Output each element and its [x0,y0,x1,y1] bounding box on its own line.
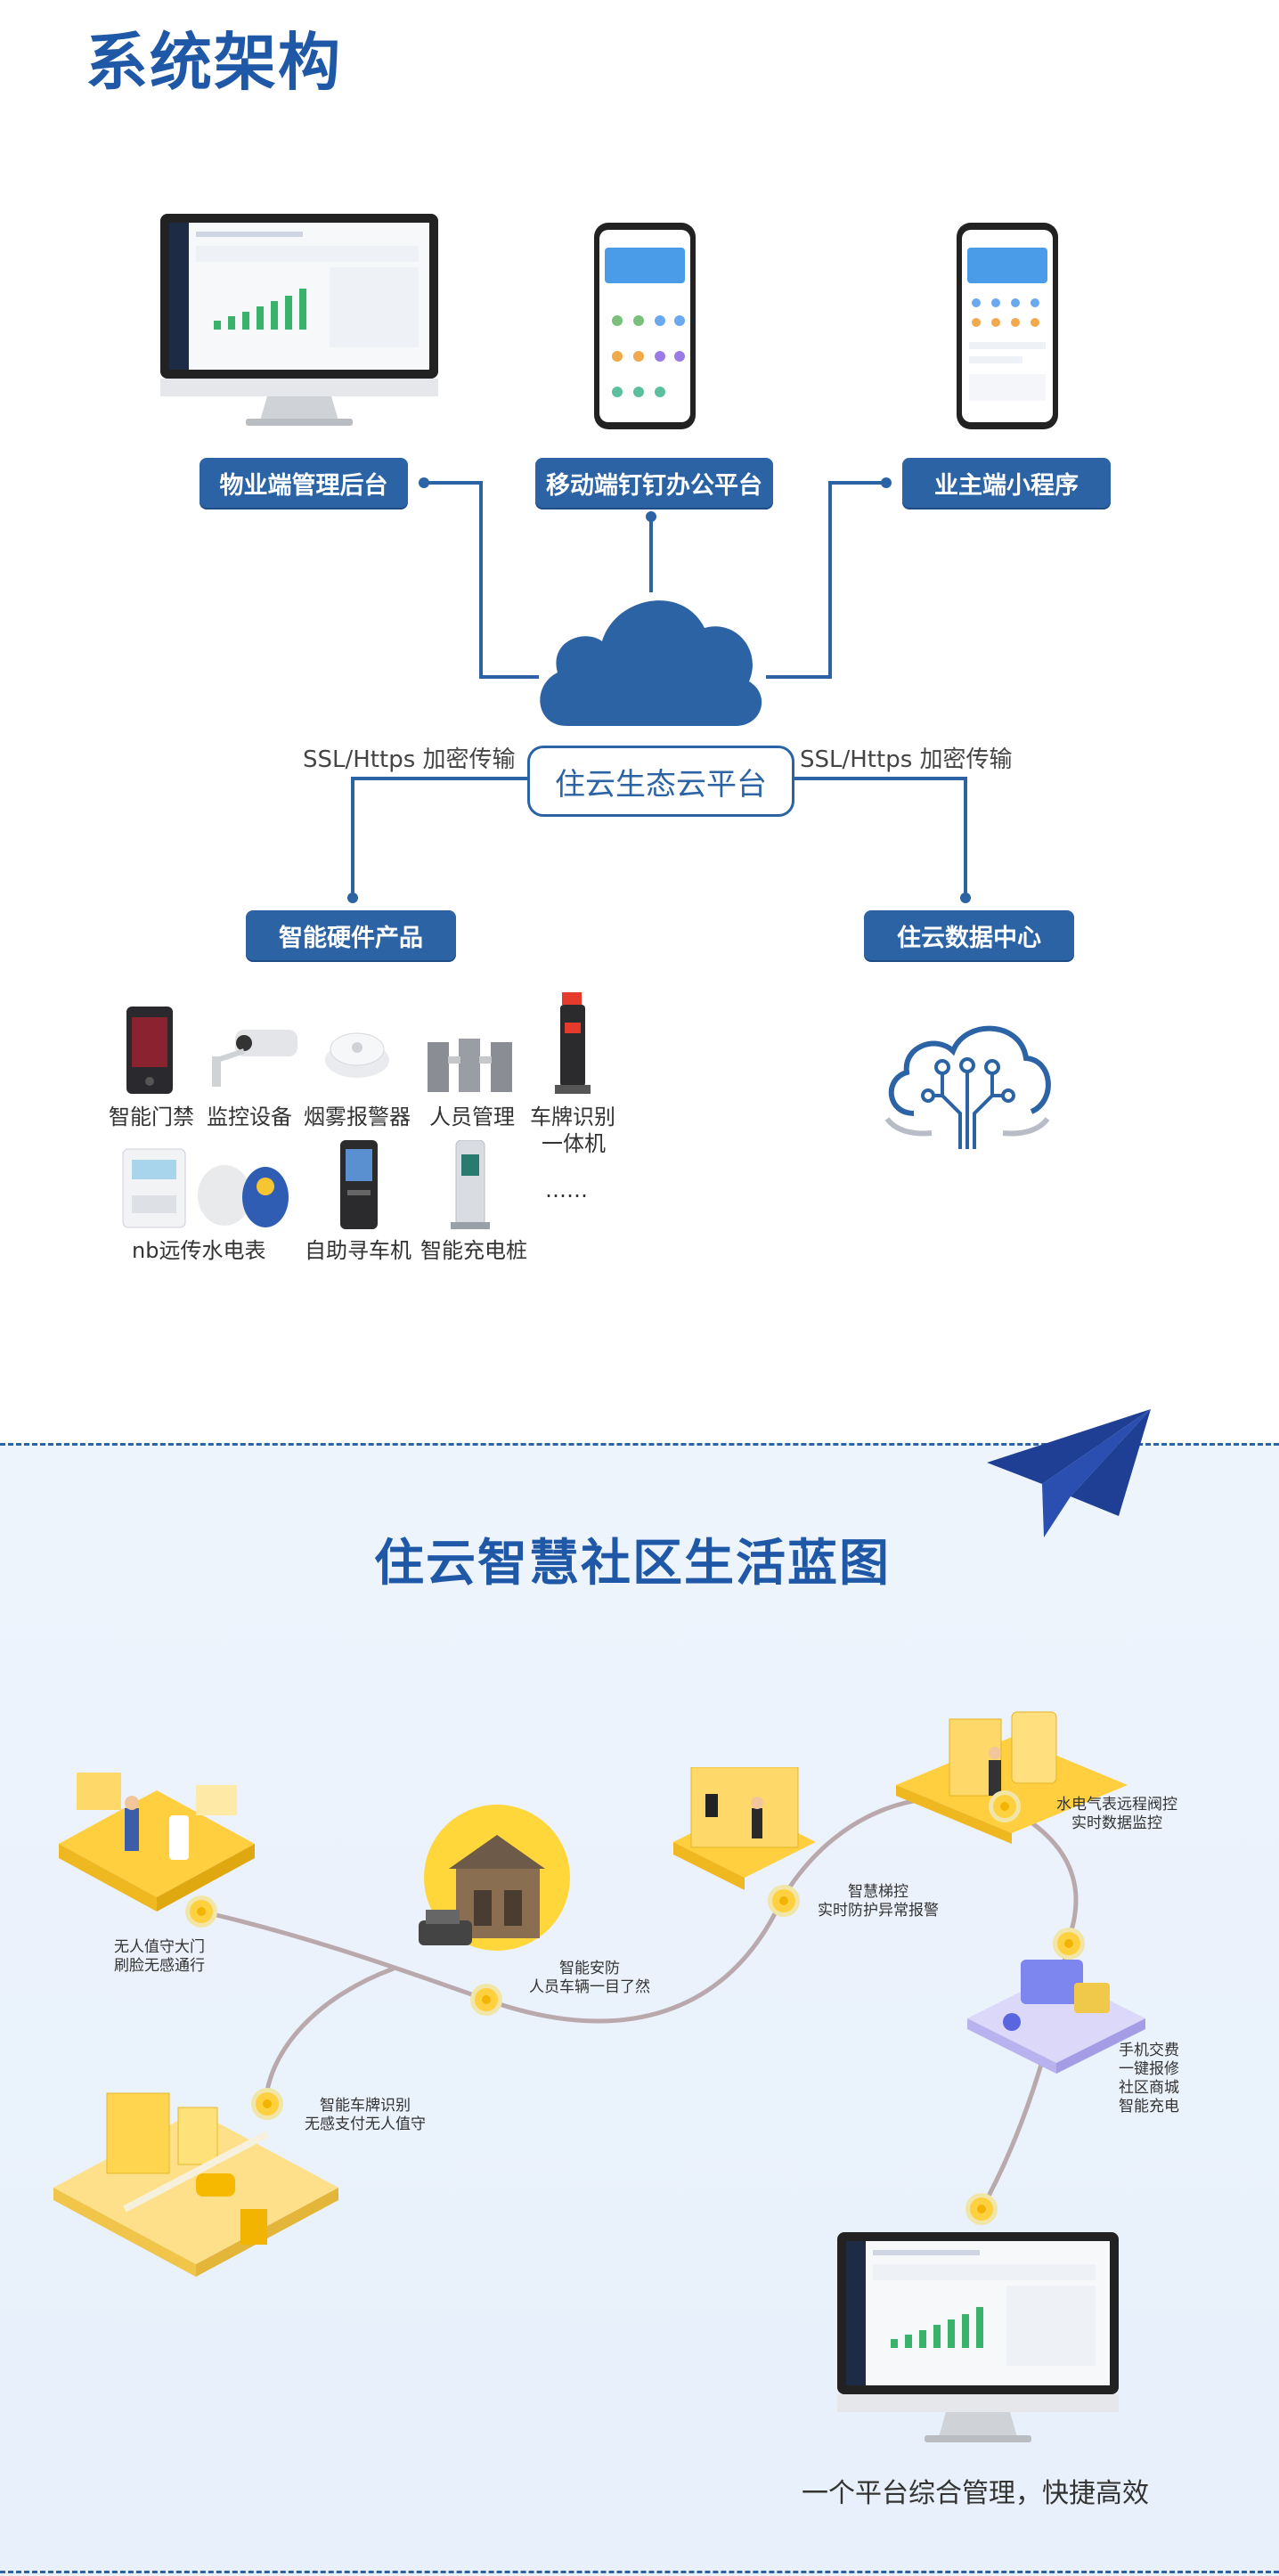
services-illustration [967,1960,1145,2074]
admin-monitor-icon [160,214,438,426]
meter-label: 水电气表远程阀控 实时数据监控 [1056,1796,1177,1833]
security-illustration [419,1805,570,1951]
elevator-label-line1: 智慧梯控 [848,1883,908,1901]
device-kiosk-label: 自助寻车机 [305,1238,411,1263]
section-divider-top [0,1443,1279,1446]
water-meter-icon [122,1148,289,1228]
parking-label-line2: 无感支付无人值守 [305,2115,426,2133]
services-label-line2: 一键报修 [1119,2060,1179,2078]
route-dot-meter [989,1790,1021,1822]
paper-plane-icon [987,1409,1151,1537]
route-dot-services [1053,1928,1085,1960]
services-label-line1: 手机交费 [1119,2042,1179,2059]
ssl-right-label: SSL/Https 加密传输 [800,746,1013,773]
gate-label-line2: 刷脸无感通行 [114,1957,205,1975]
section-divider-bottom [0,2571,1279,2573]
route-dot-platform [965,2193,998,2225]
cloud-icon [540,600,762,726]
parking-kiosk-icon [340,1140,378,1229]
smoke-alarm-icon [325,1032,389,1078]
owner-miniapp-label: 业主端小程序 [902,458,1111,508]
gate-label: 无人值守大门 刷脸无感通行 [114,1938,205,1976]
datacenter-title: 住云数据中心 [864,910,1074,960]
blueprint-title: 住云智慧社区生活蓝图 [374,1535,891,1593]
ssl-left-label: SSL/Https 加密传输 [303,746,516,773]
services-label-line4: 智能充电 [1119,2098,1179,2115]
parking-label: 智能车牌识别 无感支付无人值守 [305,2097,426,2134]
device-more-label: …… [545,1178,588,1202]
architecture-title: 系统架构 [86,26,342,99]
security-label: 智能安防 人员车辆一目了然 [529,1960,650,1997]
gate-label-line1: 无人值守大门 [114,1938,205,1956]
charging-pile-icon [451,1140,490,1229]
parking-illustration [53,2092,338,2277]
device-charger-label: 智能充电桩 [420,1238,527,1263]
device-plate-label-1: 车牌识别 [530,1105,615,1129]
device-plate-label-2: 一体机 [542,1131,606,1156]
footer-caption: 一个平台综合管理，快捷高效 [802,2478,1149,2509]
device-camera-label: 监控设备 [207,1105,292,1129]
architecture-connectors [347,477,971,903]
security-label-line2: 人员车辆一目了然 [529,1978,650,1996]
admin-backend-label: 物业端管理后台 [200,458,408,508]
route-dot-security [470,1984,502,2016]
elevator-label: 智慧梯控 实时防护异常报警 [818,1883,939,1920]
device-access-label: 智能门禁 [109,1105,194,1129]
elevator-illustration [673,1767,816,1890]
owner-phone-icon [957,223,1058,429]
meter-label-line1: 水电气表远程阀控 [1056,1796,1177,1814]
device-staff-label: 人员管理 [429,1105,515,1129]
route-dot-gate [185,1895,217,1928]
services-label: 手机交费 一键报修 社区商城 智能充电 [1119,2042,1179,2116]
meter-illustration [896,1711,1128,1844]
data-center-icon [884,1025,1051,1149]
dingtalk-phone-icon [594,223,696,429]
route-dot-elevator [768,1885,800,1917]
hardware-title: 智能硬件产品 [246,910,456,960]
gate-illustration [59,1773,255,1912]
dingtalk-platform-label: 移动端钉钉办公平台 [535,458,773,508]
device-meter-label: nb远传水电表 [132,1238,266,1263]
meter-label-line2: 实时数据监控 [1071,1814,1162,1832]
camera-icon [212,1030,297,1087]
plate-recognition-icon [555,992,591,1094]
elevator-label-line2: 实时防护异常报警 [818,1902,939,1920]
access-control-icon [126,1007,173,1094]
footer-monitor-icon [837,2232,1119,2442]
route-dot-parking [251,2088,283,2120]
turnstile-icon [428,1039,512,1092]
security-label-line1: 智能安防 [559,1960,620,1977]
platform-box: 住云生态云平台 [527,746,794,817]
services-label-line3: 社区商城 [1119,2079,1179,2097]
parking-label-line1: 智能车牌识别 [320,2097,411,2115]
device-smoke-label: 烟雾报警器 [304,1105,411,1129]
